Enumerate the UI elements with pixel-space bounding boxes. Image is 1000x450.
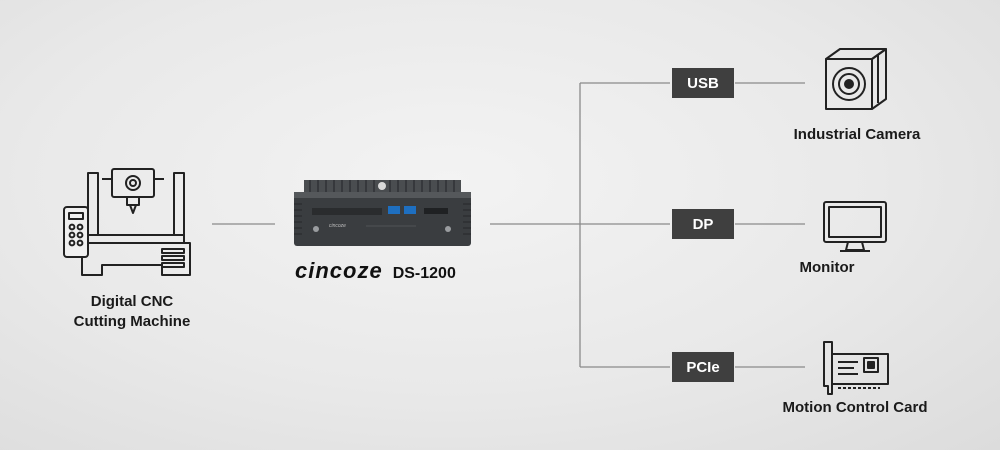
monitor-label: Monitor (799, 259, 855, 276)
cincoze-logo: cincoze (295, 258, 383, 283)
cnc-caption-line1: Digital CNC (90, 293, 174, 310)
device-panel-brand: cincoze (329, 223, 346, 229)
pcie-badge: PCIe (672, 352, 734, 382)
industrial-camera-label: Industrial Camera (793, 126, 921, 143)
monitor-icon (823, 201, 887, 252)
usb-badge: USB (672, 68, 734, 98)
dp-badge: DP (672, 209, 734, 239)
motion-control-card-icon (823, 341, 889, 395)
motion-control-card-label: Motion Control Card (782, 399, 928, 416)
industrial-camera-icon (825, 48, 887, 110)
ds-1200-device-image (294, 180, 471, 246)
device-model: DS-1200 (392, 265, 456, 282)
cnc-machine-icon (63, 168, 191, 276)
cnc-caption-line2: Cutting Machine (73, 313, 191, 330)
cnc-caption: Digital CNC Cutting Machine (62, 292, 202, 332)
device-brand-label: cincoze DS-1200 (295, 258, 456, 283)
